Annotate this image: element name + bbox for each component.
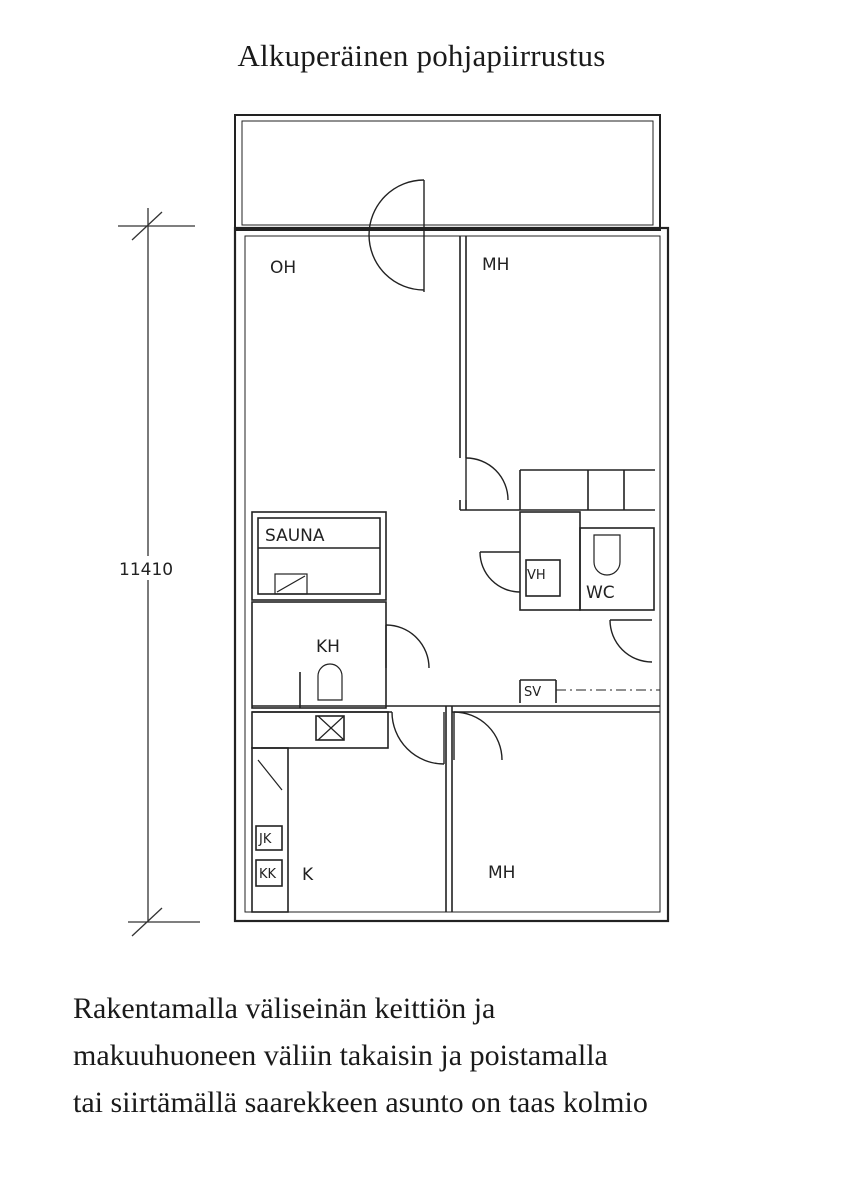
dimension-label: 11410 xyxy=(119,560,173,580)
room-label-sv: SV xyxy=(524,685,541,700)
caption-line-3: tai siirtämällä saarekkeen asunto on taa… xyxy=(73,1086,648,1119)
doors xyxy=(368,179,653,765)
room-label-vh: VH xyxy=(527,568,546,583)
room-label-mh-top: MH xyxy=(482,255,509,275)
floor-plan: 11410 xyxy=(118,114,670,937)
room-label-mh-bottom: MH xyxy=(488,863,515,883)
room-label-oh: OH xyxy=(270,258,296,278)
caption-line-1: Rakentamalla väliseinän keittiön ja xyxy=(73,992,496,1025)
toilet-icon xyxy=(317,663,343,701)
fixtures xyxy=(257,534,621,791)
interior-walls xyxy=(251,236,660,913)
caption-line-2: makuuhuoneen väliin takaisin ja poistama… xyxy=(73,1039,608,1072)
room-label-k: K xyxy=(302,865,314,885)
caption: Rakentamalla väliseinän keittiön ja maku… xyxy=(73,985,813,1126)
room-label-kk: KK xyxy=(259,867,277,882)
sink-icon xyxy=(593,534,621,576)
balcony xyxy=(234,114,661,231)
room-label-jk: JK xyxy=(258,832,272,847)
room-label-sauna: SAUNA xyxy=(265,526,325,546)
room-label-kh: KH xyxy=(316,637,340,657)
page-title: Alkuperäinen pohjapiirrustus xyxy=(237,38,606,73)
room-label-wc: WC xyxy=(586,583,615,603)
